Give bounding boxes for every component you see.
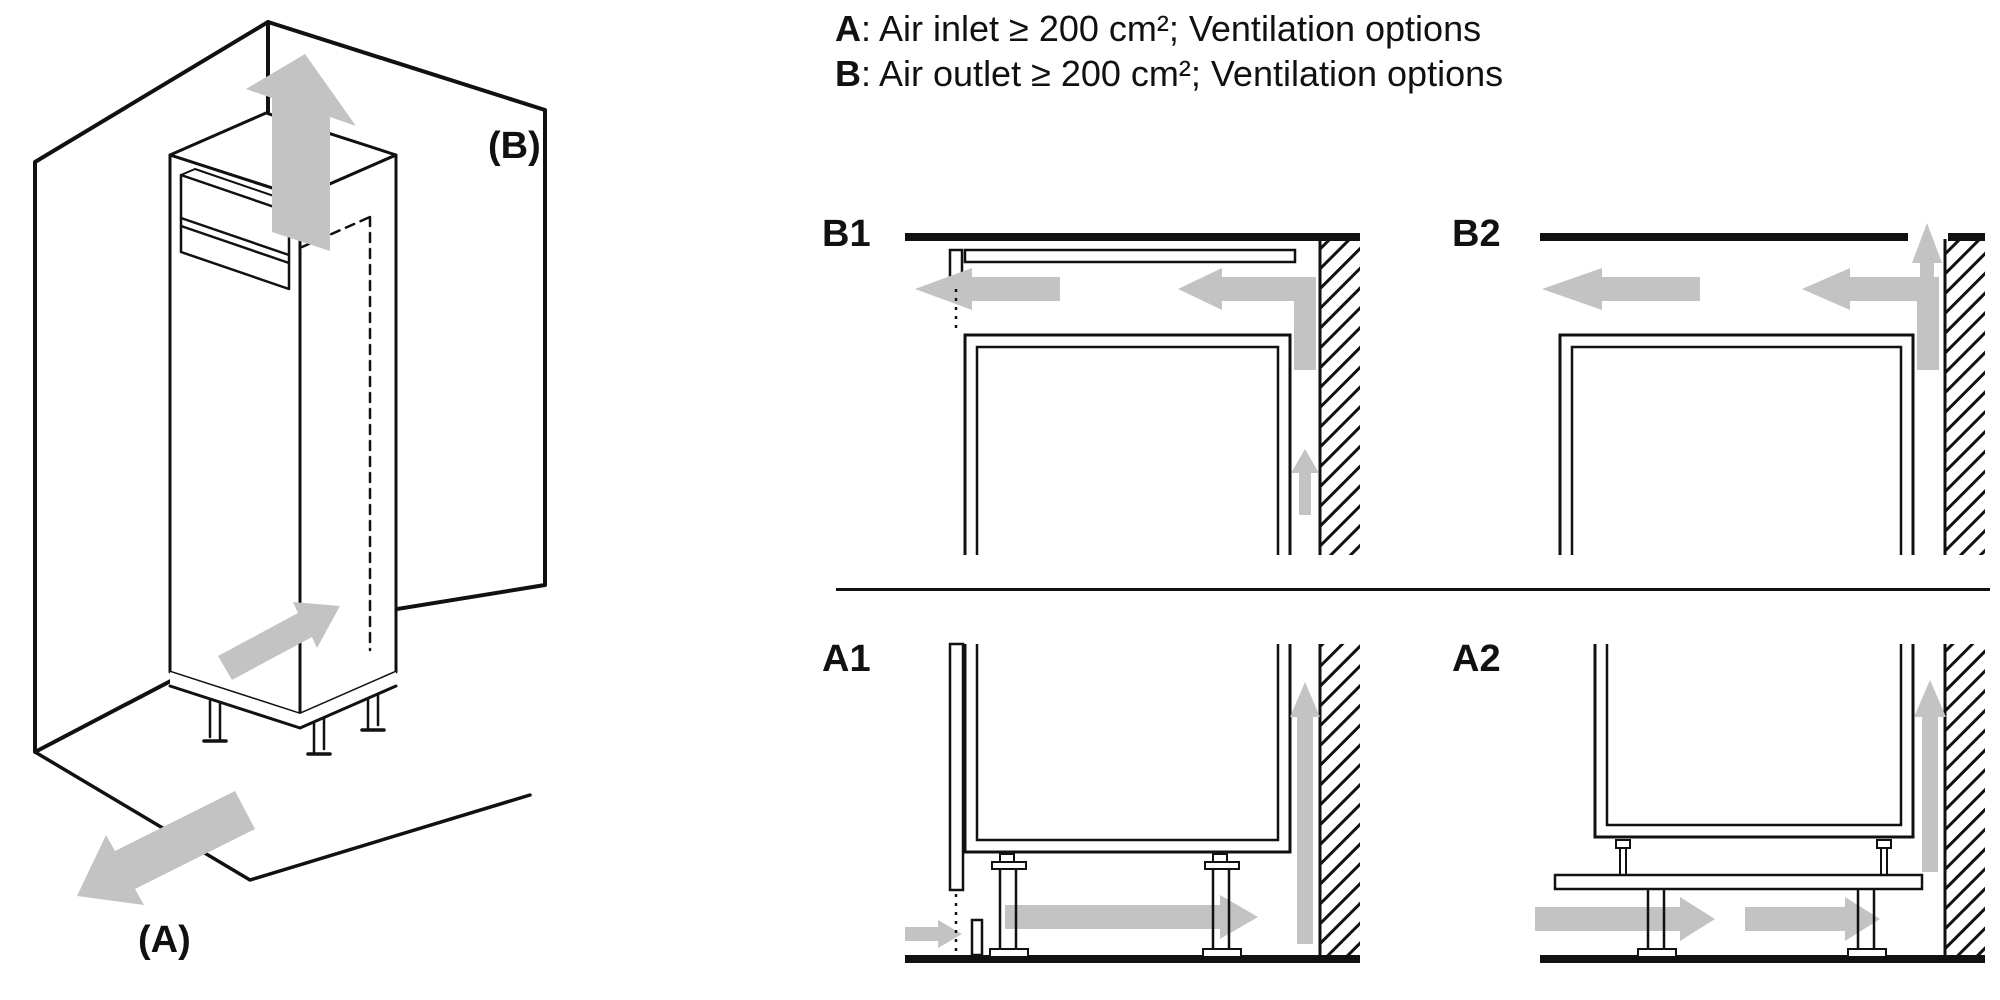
hatched-wall: [1320, 644, 1360, 955]
air-inlet-right-arrow: [1535, 897, 1715, 941]
air-inlet-front-arrow: [77, 791, 255, 905]
legend: A: Air inlet ≥ 200 cm²; Ventilation opti…: [835, 6, 1503, 96]
hidden-edge-dashed-lines: [300, 215, 372, 652]
air-bend-up-left-arrow: [1178, 268, 1316, 370]
isometric-niche-drawing: (B) (A): [33, 20, 547, 961]
air-out-left-arrow: [915, 268, 1060, 310]
air-rise-gap-arrow: [1914, 680, 1946, 872]
air-inlet-right-arrow: [905, 920, 962, 948]
air-rise-gap-arrow: [1291, 449, 1319, 515]
air-under-appliance-arrow: [1745, 897, 1880, 941]
diagram-a1: [905, 642, 1360, 963]
appliance-inner-line: [975, 644, 1280, 842]
diagram-b1: [905, 233, 1360, 555]
iso-label-b: (B): [488, 125, 541, 167]
air-rise-gap-arrow: [1290, 682, 1320, 944]
plinth-vent-panel: [1553, 873, 1924, 891]
appliance-adjustable-feet: [1615, 839, 1892, 878]
floor-edge: [33, 750, 532, 882]
air-out-left-arrow: [1542, 268, 1700, 310]
legend-text-a: : Air inlet ≥ 200 cm²; Ventilation optio…: [861, 8, 1482, 49]
ceiling-line: [905, 233, 1360, 241]
air-under-appliance-arrow: [1005, 895, 1258, 939]
appliance-adjustable-feet: [999, 853, 1228, 863]
panel-a1-label: A1: [822, 638, 871, 680]
niche-shelf: [179, 216, 291, 265]
legend-key-b: B: [835, 53, 861, 94]
plinth-band-line: [168, 684, 398, 730]
legend-key-a: A: [835, 8, 861, 49]
appliance-outline: [963, 333, 1292, 555]
floor-line: [905, 955, 1360, 963]
air-escape-up-arrow: [1912, 223, 1942, 320]
diagram-a2: [1535, 644, 1985, 963]
pedestal-legs: [989, 861, 1242, 958]
panel-b1-label: B1: [822, 213, 871, 255]
iso-label-a: (A): [138, 919, 191, 961]
diagram-b2: [1540, 223, 1985, 555]
appliance-inner-line: [975, 345, 1280, 555]
panel-a1: A1: [820, 622, 1400, 1000]
air-outlet-up-arrow: [246, 54, 356, 251]
air-bend-up-left-arrow: [1802, 268, 1939, 370]
appliance-inner-line: [1605, 644, 1903, 827]
pedestal-legs: [1637, 889, 1887, 958]
panel-a2: A2: [1450, 622, 2000, 1000]
appliance-outline: [963, 644, 1292, 854]
furniture-door-front: [948, 642, 965, 892]
legend-line-b: B: Air outlet ≥ 200 cm²; Ventilation opt…: [835, 51, 1503, 96]
panel-b2-label: B2: [1452, 213, 1501, 255]
air-inlet-into-base-arrow: [218, 602, 340, 680]
section-divider-line: [836, 588, 1990, 591]
floor-line: [1540, 955, 1985, 963]
legend-text-b: : Air outlet ≥ 200 cm²; Ventilation opti…: [861, 53, 1504, 94]
plinth-front-board: [970, 918, 984, 957]
legend-line-a: A: Air inlet ≥ 200 cm²; Ventilation opti…: [835, 6, 1503, 51]
hatched-wall: [1945, 238, 1985, 555]
furniture-top-panel: [963, 248, 1297, 264]
panel-b1: B1: [820, 165, 1400, 565]
panel-a2-label: A2: [1452, 638, 1501, 680]
panel-b2: B2: [1450, 165, 2000, 565]
ceiling-line-wall-side: [1948, 233, 1985, 241]
appliance-outline: [1593, 644, 1915, 839]
ceiling-line: [1540, 233, 1908, 241]
hatched-wall: [1320, 238, 1360, 555]
hatched-wall: [1945, 644, 1985, 955]
cabinet-feet: [202, 693, 386, 756]
isometric-view: (B) (A): [0, 0, 620, 1000]
appliance-outline: [1558, 333, 1915, 555]
appliance-inner-line: [1570, 345, 1903, 555]
